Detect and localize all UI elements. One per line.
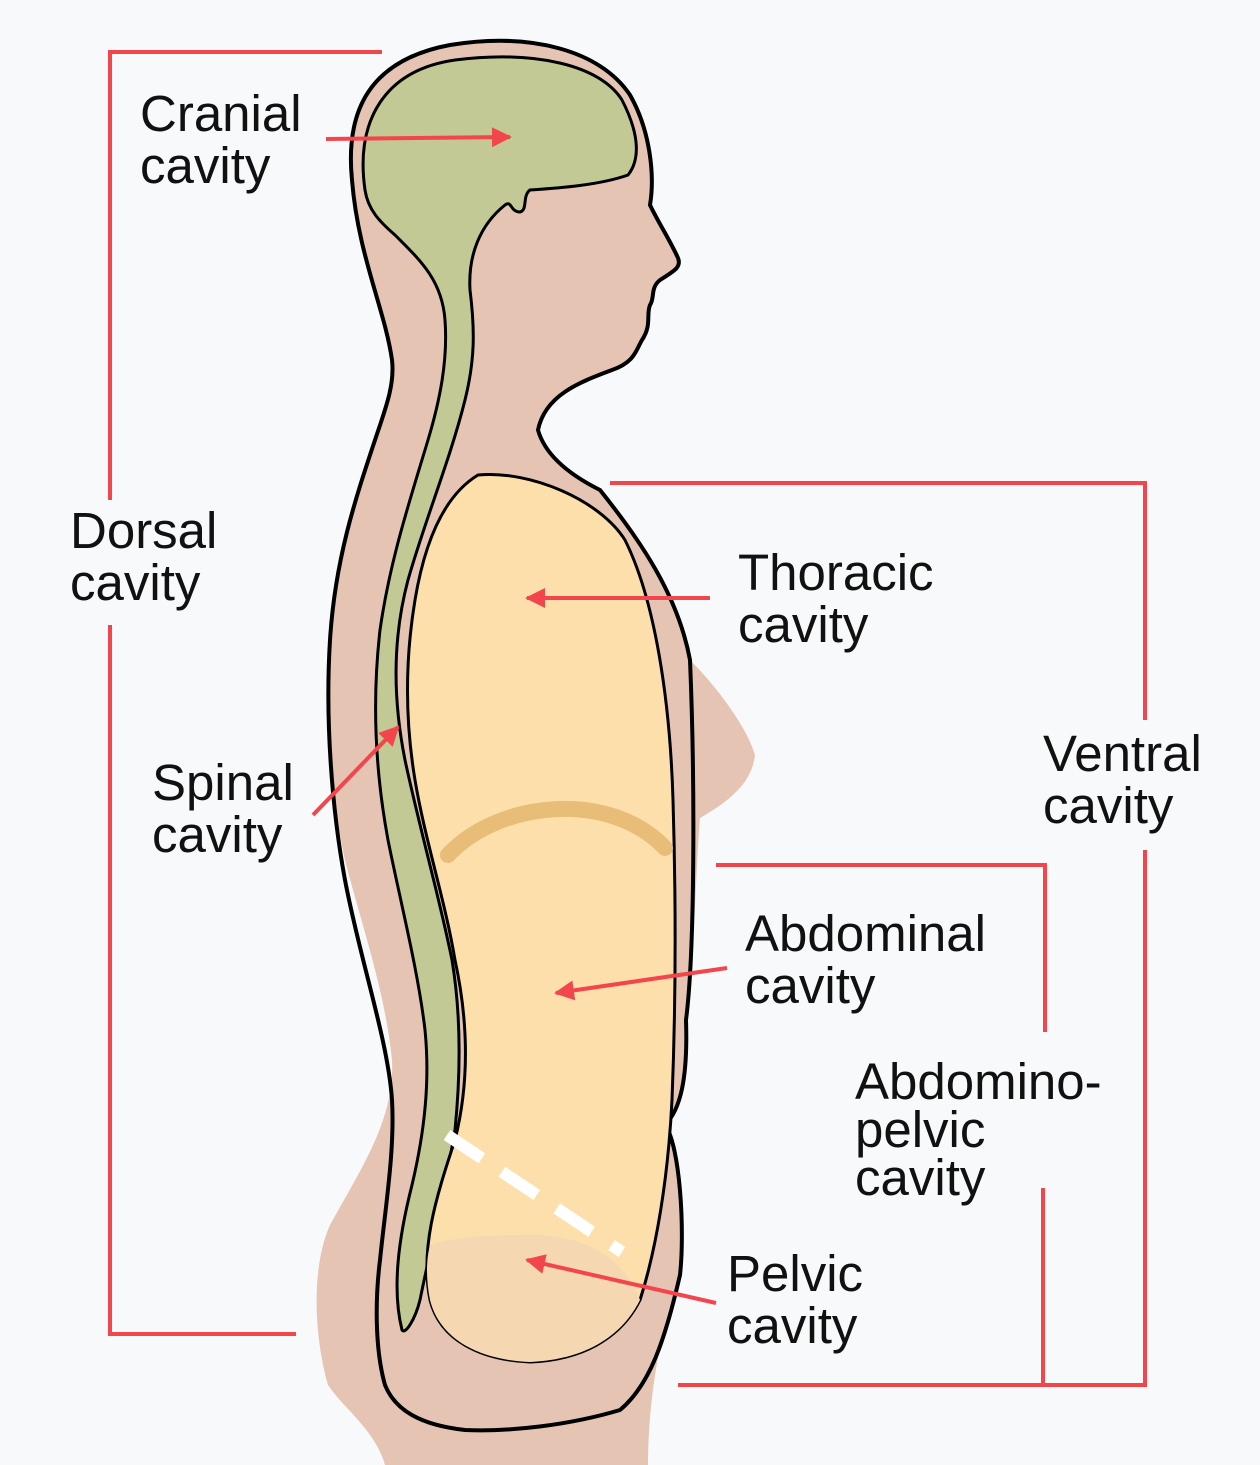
ventral-bracket-top [610,481,1147,720]
thoracic-cavity-label: Thoracic cavity [738,544,934,653]
abdominopelvic-bracket-top [716,863,1047,1032]
abdominal-cavity-label: Abdominal cavity [745,905,986,1014]
ventral-bracket-bottom [678,850,1147,1387]
diaphragm [440,800,673,863]
dorsal-bracket-bottom [108,625,296,1336]
cranial-spinal-cavity-shape [361,55,638,1333]
abdominopelvic-cavity-label: Abdomino- pelvic cavity [855,1053,1102,1206]
spinal-arrow [311,725,400,817]
cranial-arrow [325,127,512,148]
pelvic-region-shape [427,1235,640,1362]
ventral-cavity-shape [406,472,677,1364]
ventral-cavity-label: Ventral cavity [1043,725,1202,834]
dorsal-bracket-top [108,50,382,500]
cranial-cavity-label: Cranial cavity [140,85,302,194]
pelvic-arrow [525,1254,717,1305]
pelvic-cavity-label: Pelvic cavity [727,1245,864,1354]
spinal-cavity-label: Spinal cavity [152,754,294,863]
abdominal-arrow [554,966,728,1001]
pelvic-boundary-line [443,1130,626,1257]
dorsal-cavity-label: Dorsal cavity [70,502,218,611]
